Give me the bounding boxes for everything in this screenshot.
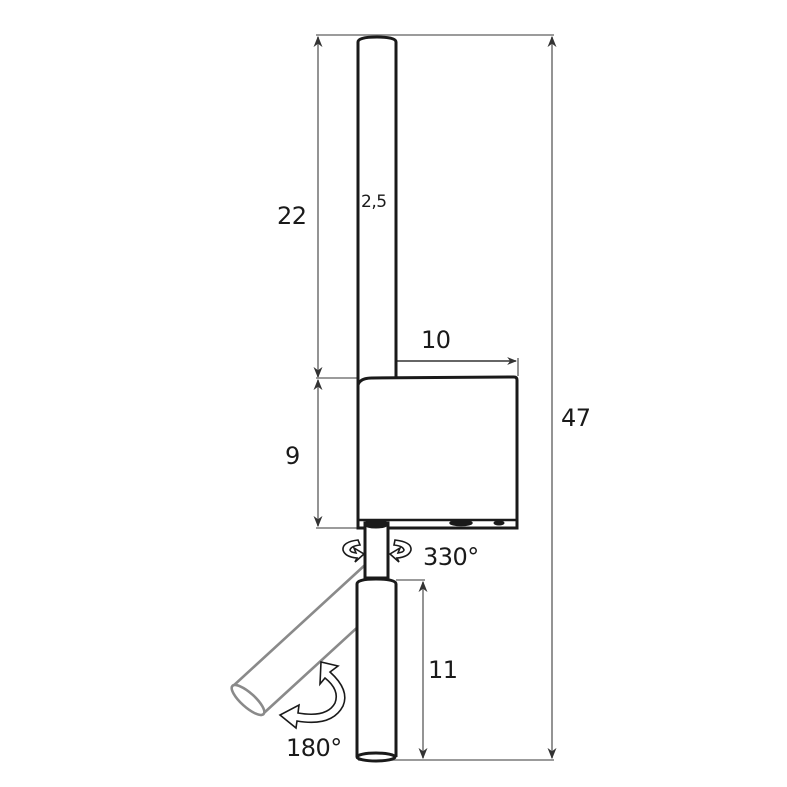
vertical-rod <box>356 35 398 378</box>
body-width-label: 10 <box>421 326 451 354</box>
body-height-label: 9 <box>285 442 300 470</box>
indicator-dot <box>493 520 505 526</box>
tilt-angle-label: 180° <box>286 734 342 762</box>
spot-length-label: 11 <box>428 656 458 684</box>
rod-diameter-label: 2,5 <box>361 192 387 212</box>
total-height-label: 47 <box>561 404 591 432</box>
swivel-angle-label: 330° <box>423 543 479 571</box>
lamp-body <box>356 375 519 530</box>
switch-slot <box>449 519 473 527</box>
rod-length-label: 22 <box>277 202 307 230</box>
vertical-spot <box>355 577 398 763</box>
swivel-joint <box>363 519 390 580</box>
swivel-rotation-arrow <box>342 539 412 563</box>
tilt-rotation-arrow <box>278 661 346 730</box>
